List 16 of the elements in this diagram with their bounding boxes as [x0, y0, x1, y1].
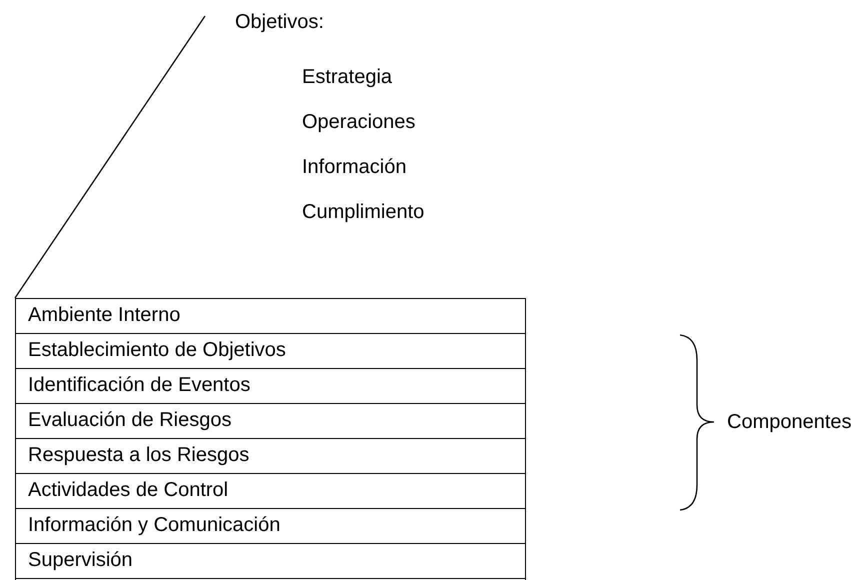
component-row: Actividades de Control: [16, 474, 525, 509]
component-row: Respuesta a los Riesgos: [16, 439, 525, 474]
list-item: Información: [302, 155, 406, 179]
connector-line: [14, 16, 206, 298]
group-label: Componentes: [727, 410, 851, 434]
list-item: Operaciones: [302, 110, 416, 134]
component-row: Establecimiento de Objetivos: [16, 334, 525, 369]
list-item: Estrategia: [302, 65, 392, 89]
heading-text: Objetivos:: [235, 10, 324, 34]
component-row: Evaluación de Riesgos: [16, 404, 525, 439]
table-frame: [15, 298, 526, 580]
list-item: Cumplimiento: [302, 200, 424, 224]
component-row: Identificación de Eventos: [16, 369, 525, 404]
component-row: Supervisión: [16, 544, 525, 579]
component-row: Ambiente Interno: [16, 299, 525, 334]
component-row: Información y Comunicación: [16, 509, 525, 544]
